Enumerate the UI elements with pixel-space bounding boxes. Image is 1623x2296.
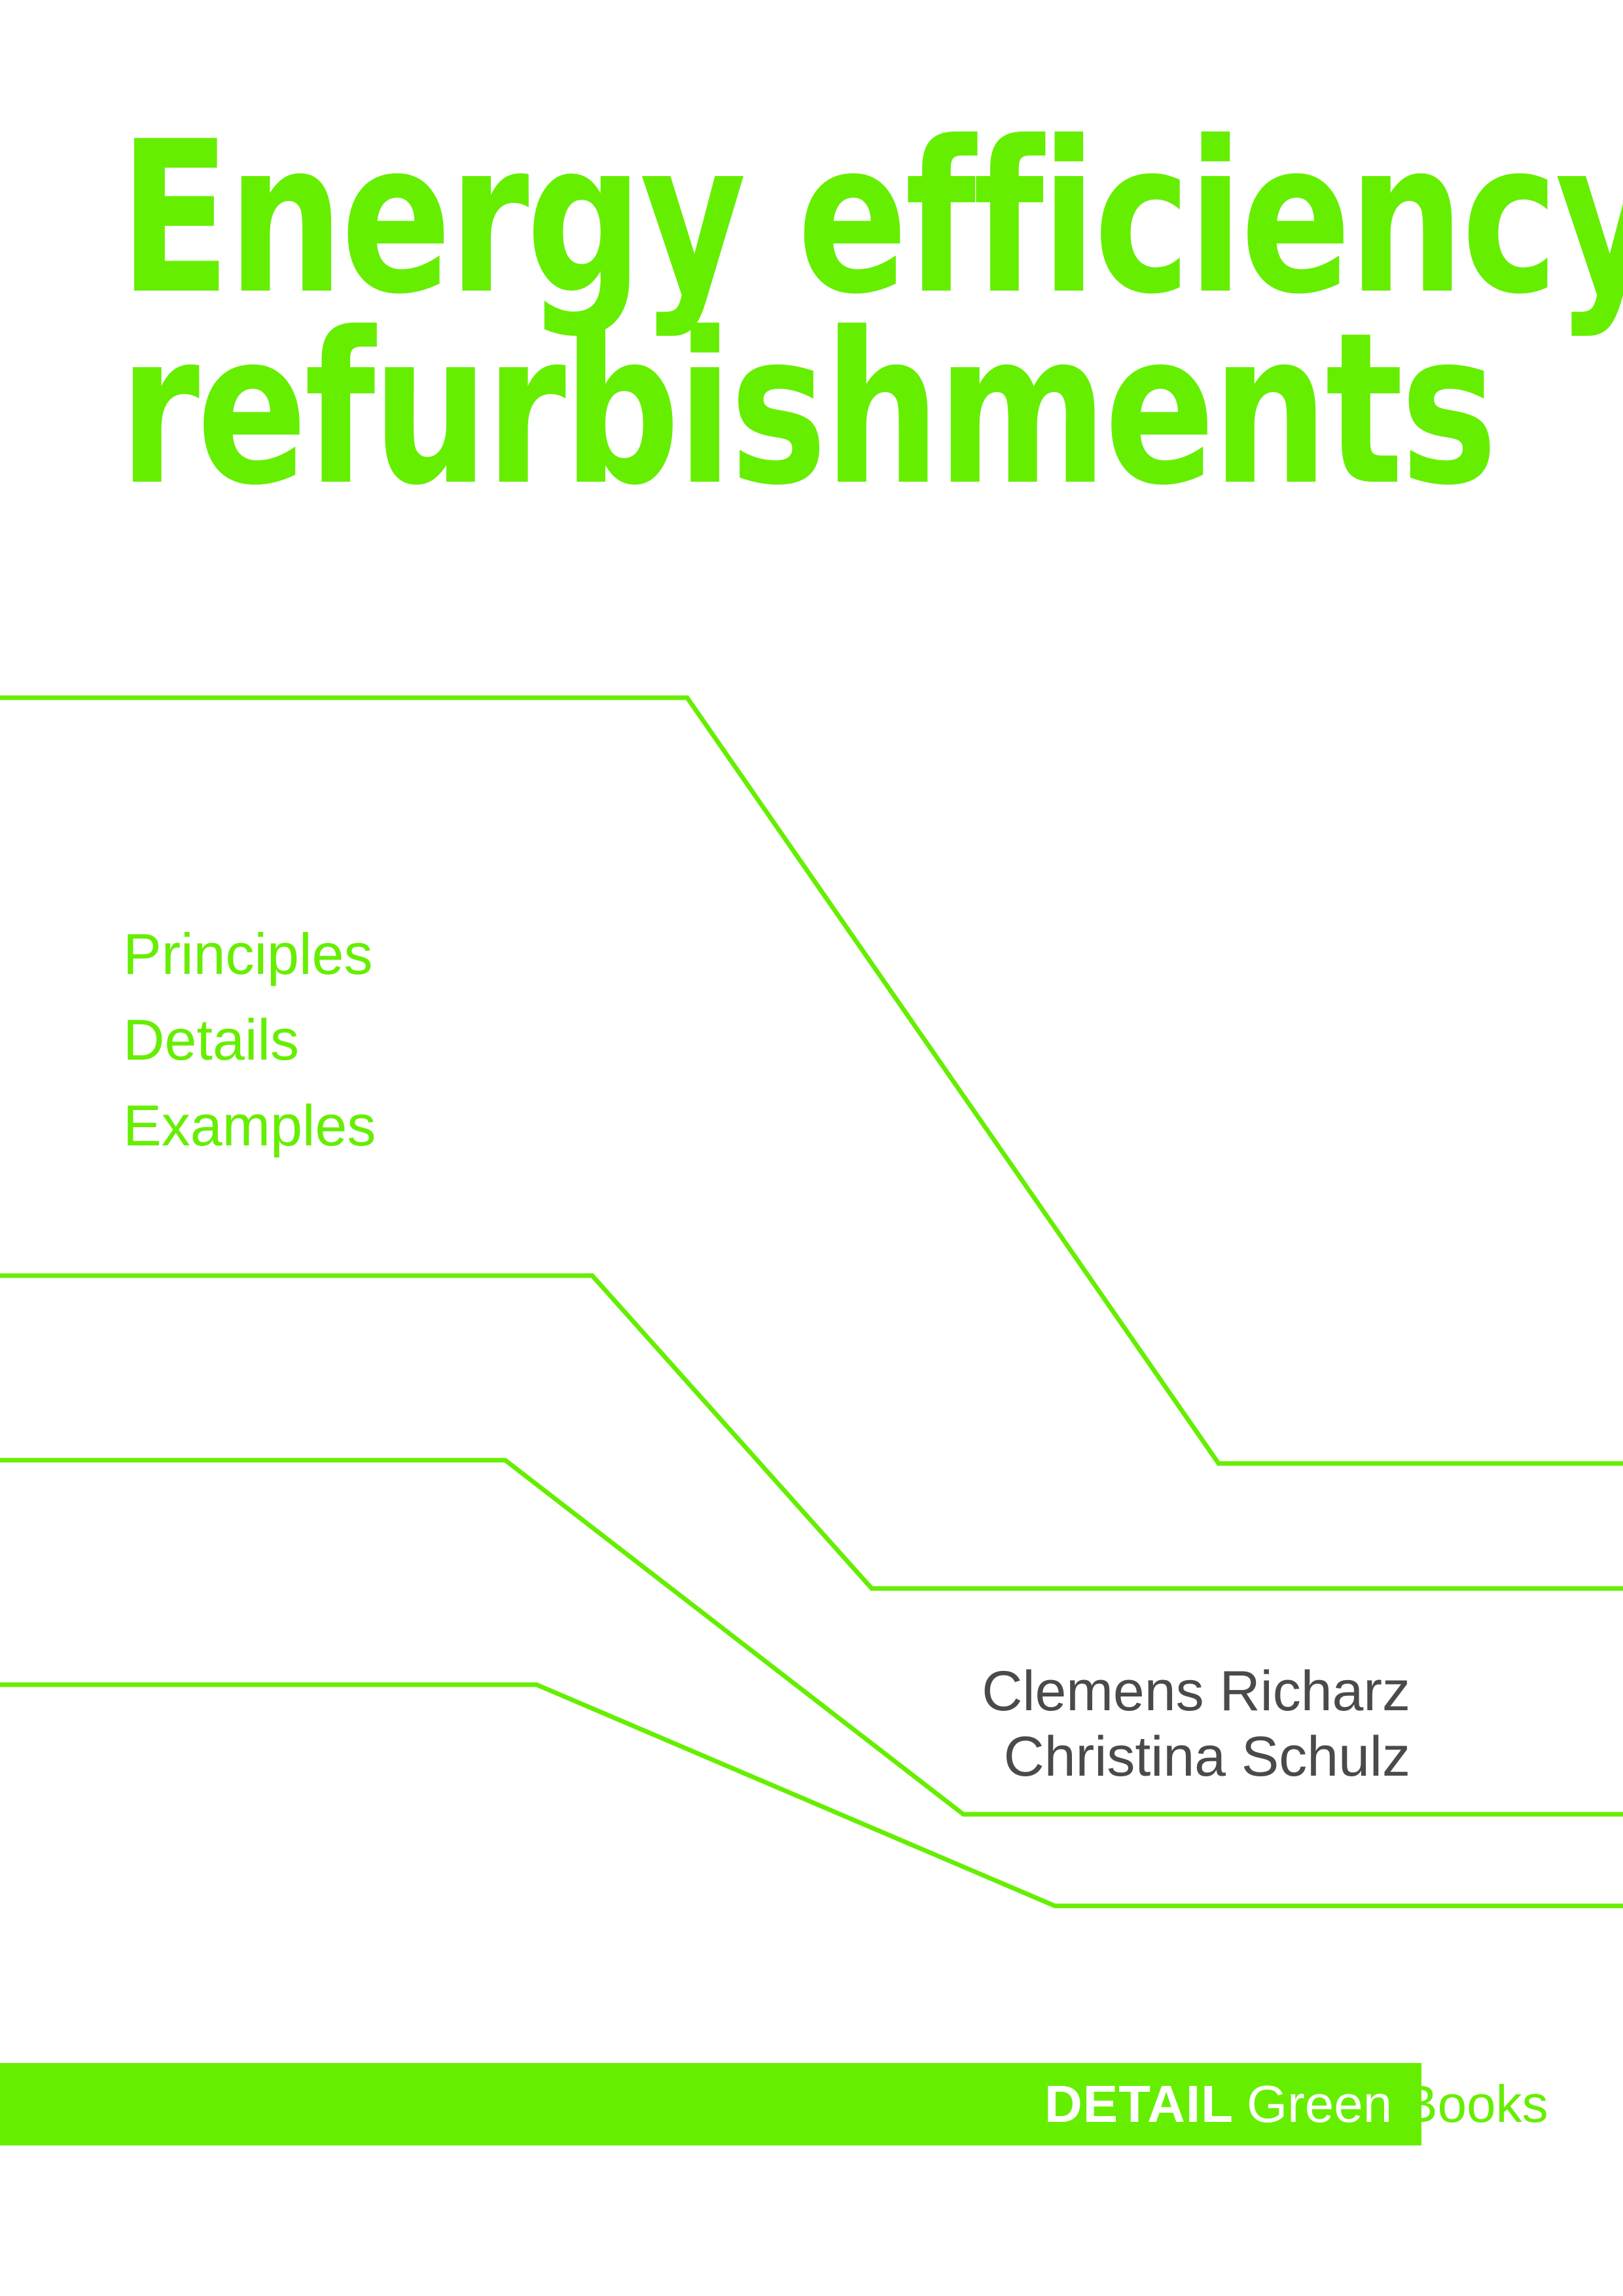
book-title: Energy efficiency refurbishments [119,97,1623,531]
title-line-1: Energy efficiency [119,97,1623,340]
publisher-logo: DETAIL Green Books [1044,2063,1548,2145]
decorative-polyline-3 [0,1458,1623,1817]
decorative-polyline-2 [0,1273,1623,1591]
decorative-polyline-1 [0,695,1623,1466]
logo-word-books: Books [1402,2075,1548,2133]
author-list: Clemens Richarz Christina Schulz [982,1659,1410,1789]
author-name-1: Clemens Richarz [982,1660,1410,1723]
author-name-2: Christina Schulz [1003,1725,1410,1788]
logo-word-green: Green [1246,2075,1393,2133]
subtitle-item-principles: Principles [123,922,373,986]
title-line-2: refurbishments [119,288,1497,531]
subtitle-item-examples: Examples [123,1093,376,1158]
subtitle-item-details: Details [123,1007,299,1072]
logo-word-detail: DETAIL [1044,2075,1234,2133]
decorative-polyline-4 [0,1682,1623,1909]
subtitle-list: Principles Details Examples [123,911,376,1168]
publisher-logo-bar [0,2063,1421,2145]
